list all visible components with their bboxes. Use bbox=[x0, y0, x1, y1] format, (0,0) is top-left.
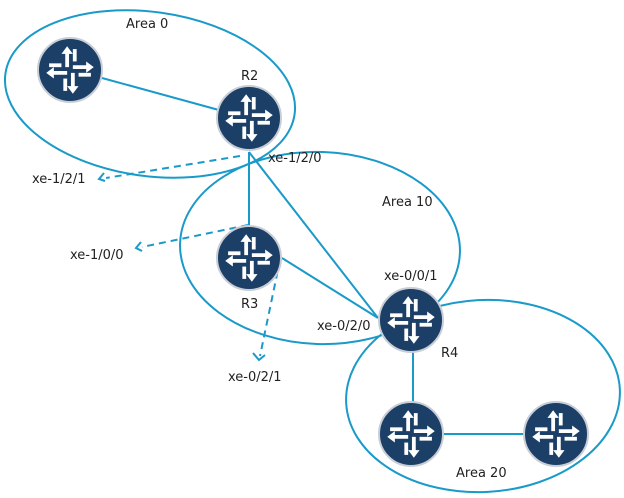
router-icon bbox=[37, 37, 103, 103]
dashed-link-xe-1-0-0 bbox=[141, 224, 249, 248]
interface-label-xe-0-2-1: xe-0/2/1 bbox=[228, 370, 282, 385]
interface-label-xe-1-2-0: xe-1/2/0 bbox=[268, 151, 322, 166]
arrowhead-xe-0-2-1 bbox=[252, 352, 266, 362]
dashed-link-xe-1-2-1 bbox=[105, 155, 241, 179]
area-0-boundary bbox=[3, 9, 297, 179]
router-icon bbox=[216, 85, 282, 151]
link-r3-r4 bbox=[281, 257, 379, 319]
arrowhead-xe-1-0-0 bbox=[134, 241, 143, 252]
router-icon bbox=[378, 401, 444, 467]
area-10-label: Area 10 bbox=[382, 195, 433, 210]
router-icon bbox=[216, 225, 282, 291]
interface-label-xe-1-0-0: xe-1/0/0 bbox=[70, 248, 124, 263]
dashed-link-xe-0-2-1 bbox=[259, 259, 281, 357]
router-r5[interactable] bbox=[378, 401, 444, 467]
router-r3[interactable] bbox=[216, 225, 282, 291]
area-20-boundary bbox=[345, 298, 621, 494]
router-r2-label: R2 bbox=[241, 69, 258, 84]
arrowhead-xe-1-2-1 bbox=[97, 172, 106, 182]
router-r4-label: R4 bbox=[441, 346, 458, 361]
router-r6[interactable] bbox=[523, 401, 589, 467]
area-20-label: Area 20 bbox=[456, 466, 507, 481]
router-r1[interactable] bbox=[37, 37, 103, 103]
area-0-label: Area 0 bbox=[126, 17, 168, 32]
router-r3-label: R3 bbox=[241, 297, 258, 312]
interface-label-xe-0-0-1: xe-0/0/1 bbox=[384, 269, 438, 284]
link-r2-r4 bbox=[248, 151, 379, 319]
router-icon bbox=[523, 401, 589, 467]
interface-label-xe-1-2-1: xe-1/2/1 bbox=[32, 172, 86, 187]
interface-label-xe-0-2-0: xe-0/2/0 bbox=[317, 319, 371, 334]
area-10-boundary bbox=[179, 150, 461, 346]
router-icon bbox=[378, 287, 444, 353]
router-r4[interactable] bbox=[378, 287, 444, 353]
router-r2[interactable] bbox=[216, 85, 282, 151]
